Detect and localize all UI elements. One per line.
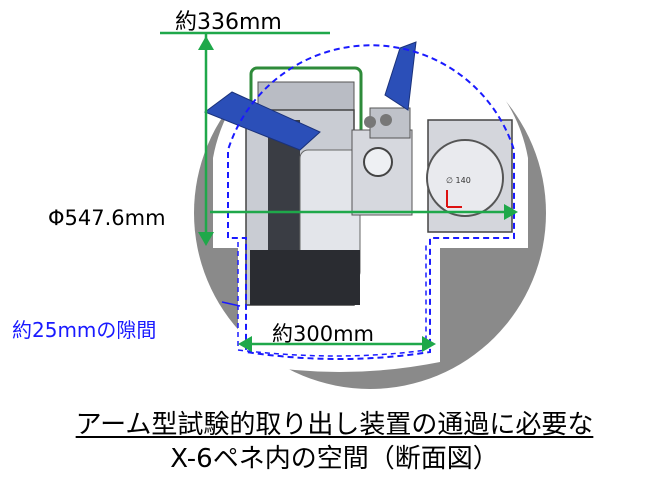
device-base-block <box>250 250 360 305</box>
bottom-arrowhead-right <box>422 336 436 352</box>
clearance-dashed-outline-inner <box>237 242 427 357</box>
vertical-arrowhead-top <box>198 36 214 50</box>
bottom-arrowhead-left <box>238 336 252 352</box>
clearance-dashed-outline <box>227 44 515 360</box>
clearance-leader-line <box>221 301 241 307</box>
device-gear <box>363 147 393 177</box>
caption-line-2: X-6ペネ内の空間（断面図） <box>170 444 499 474</box>
vertical-arrowhead-bottom <box>198 232 214 246</box>
arm-device-illustration: ∅ 140 <box>203 41 513 306</box>
dimension-arrows <box>160 31 518 352</box>
sphere-marking: ∅ 140 <box>446 176 471 185</box>
top-width-label: 約336mm <box>175 10 282 35</box>
arm-pivot-b <box>380 114 392 126</box>
bottom-width-label: 約300mm <box>272 322 374 346</box>
diameter-arrowhead-right <box>504 204 518 220</box>
caption-line-1: アーム型試験的取り出し装置の通過に必要な <box>75 410 594 440</box>
blue-arm-right <box>384 41 417 111</box>
clearance-label: 約25mmの隙間 <box>12 318 157 342</box>
blue-arm-left <box>203 91 321 151</box>
diameter-label: Φ547.6mm <box>48 206 166 230</box>
arm-pivot-a <box>364 116 376 128</box>
